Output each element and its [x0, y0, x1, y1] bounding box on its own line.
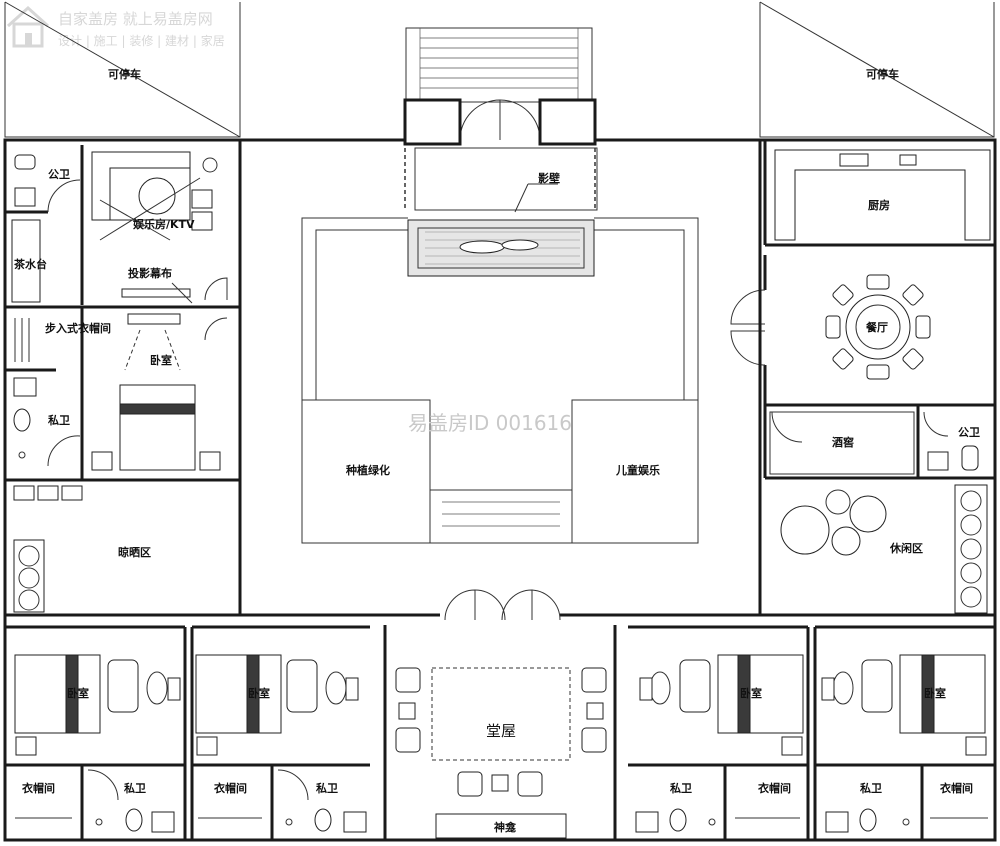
kids-play-label: 儿童娱乐 [615, 463, 660, 477]
wc-3-label: 私卫 [670, 781, 692, 795]
hall-label: 堂屋 [486, 722, 516, 740]
parking-left: 可停车 [4, 1, 241, 138]
outer-walls [3, 98, 997, 842]
room-public-wc-left: 公卫 [5, 145, 84, 305]
wc-1-label: 私卫 [124, 781, 146, 795]
wc-2-label: 私卫 [316, 781, 338, 795]
bedroom-3-label: 卧室 [740, 686, 762, 700]
brand-logo: 自家盖房 就上易盖房网 设计 | 施工 | 装修 | 建材 | 家居 [6, 5, 225, 48]
room-closet-1: 衣帽间 [15, 765, 84, 840]
drying-area-label: 晾晒区 [118, 545, 151, 559]
room-wc-3: 私卫 [635, 765, 727, 840]
room-wc-2: 私卫 [277, 769, 367, 833]
watermark: 易盖房ID 001616 [408, 411, 572, 435]
closet-3-label: 衣帽间 [758, 781, 791, 795]
room-bedroom-1: 卧室 [5, 625, 187, 840]
room-bedroom-3: 卧室 [628, 625, 810, 840]
dining-label: 餐厅 [865, 320, 888, 334]
room-tea-station: 茶水台 [11, 219, 47, 303]
bedroom-nw-label: 卧室 [150, 353, 172, 367]
room-drying-area: 晾晒区 [5, 480, 242, 617]
closet-4-label: 衣帽间 [940, 781, 973, 795]
public-wc-left-label: 公卫 [48, 168, 70, 181]
parking-right-label: 可停车 [866, 67, 899, 81]
brand-title: 自家盖房 就上易盖房网 [58, 10, 213, 28]
leisure-area-label: 休闲区 [889, 541, 923, 555]
room-wc-4: 私卫 [825, 765, 924, 840]
room-wc-1: 私卫 [87, 769, 175, 833]
room-wine-cellar: 酒窖 [763, 405, 995, 480]
room-closet-4: 衣帽间 [930, 781, 988, 819]
wc-4-label: 私卫 [860, 781, 882, 795]
bedroom-4-label: 卧室 [924, 686, 946, 700]
parking-left-label: 可停车 [108, 67, 141, 81]
room-bedroom-2: 卧室 [190, 625, 370, 840]
room-bedroom-nw: 卧室 [5, 313, 240, 482]
bedroom-1-label: 卧室 [67, 686, 89, 700]
room-closet-2: 衣帽间 [198, 765, 274, 840]
room-dining: 餐厅 [730, 255, 995, 407]
shrine-label: 神龛 [494, 820, 517, 834]
public-wc-right-label: 公卫 [958, 426, 980, 439]
bedroom-2-label: 卧室 [248, 686, 270, 700]
room-public-wc-right: 公卫 [923, 411, 980, 471]
closet-2-label: 衣帽间 [214, 781, 247, 795]
room-bedroom-4: 卧室 [813, 625, 995, 840]
room-closet-3: 衣帽间 [735, 781, 800, 819]
screen-wall-label: 影壁 [538, 171, 560, 185]
room-private-wc-nw: 私卫 [13, 377, 81, 467]
room-hall: 堂屋 神龛 [383, 589, 617, 840]
screen-wall-zone: 影壁 [404, 147, 598, 213]
projection-screen-label: 投影幕布 [128, 266, 172, 280]
brand-subtitle: 设计 | 施工 | 装修 | 建材 | 家居 [58, 33, 225, 48]
closet-1-label: 衣帽间 [22, 781, 55, 795]
tea-station-label: 茶水台 [13, 257, 47, 271]
wine-cellar-label: 酒窖 [832, 435, 854, 449]
house-logo-icon [6, 5, 50, 48]
parking-right: 可停车 [759, 1, 995, 138]
room-walk-in-closet: 步入式衣帽间 [5, 307, 111, 480]
walk-in-closet-label: 步入式衣帽间 [45, 321, 111, 335]
room-leisure-area: 休闲区 [758, 478, 995, 617]
planting-label: 种植绿化 [345, 463, 390, 477]
room-kitchen: 厨房 [763, 140, 995, 247]
courtyard: 种植绿化 儿童娱乐 [238, 140, 762, 617]
ktv-label: 娱乐房/KTV [133, 217, 195, 231]
private-wc-nw-label: 私卫 [48, 413, 70, 427]
kitchen-label: 厨房 [868, 198, 890, 212]
